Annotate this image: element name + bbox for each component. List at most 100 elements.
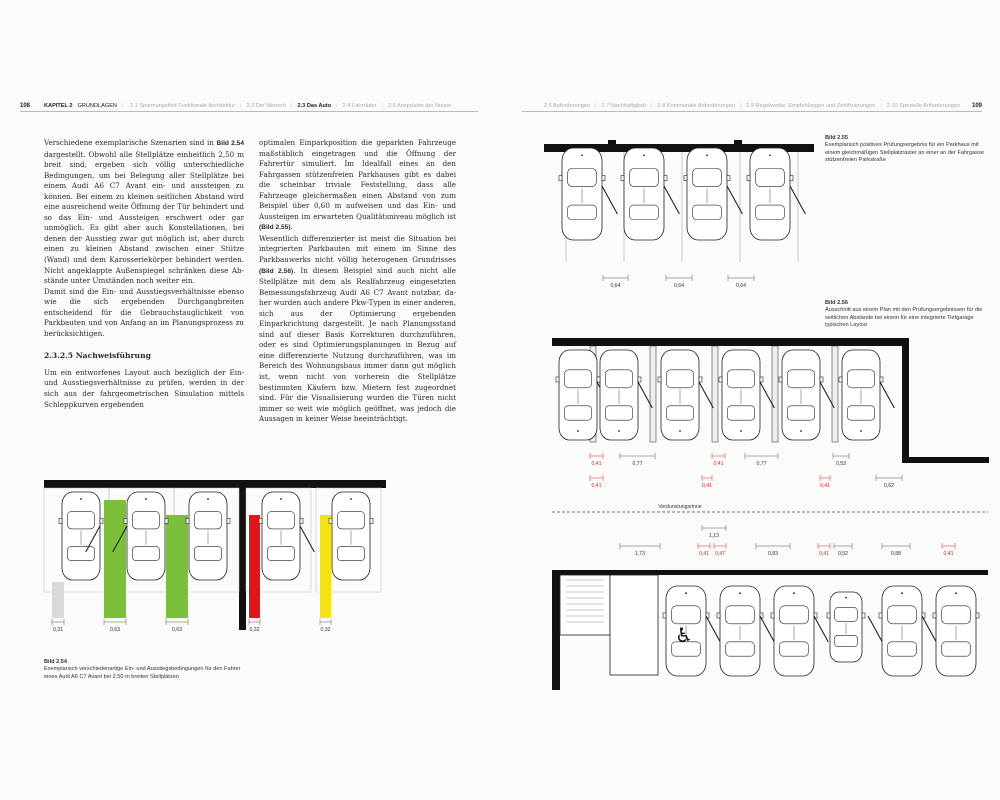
car bbox=[620, 147, 668, 241]
car-mirror-left bbox=[716, 612, 721, 619]
car-dot bbox=[706, 154, 708, 157]
dimension-label: 0,63 bbox=[172, 627, 182, 633]
dimension-label: 0,41 bbox=[943, 551, 953, 557]
car-dot bbox=[800, 430, 802, 432]
right-page: 2.6 Anforderungen|2.7 Nachhaltigkeit|2.8… bbox=[500, 0, 1000, 800]
car-rear-window bbox=[779, 641, 809, 657]
car-windshield bbox=[834, 607, 858, 622]
car-door-open bbox=[879, 381, 895, 409]
car-windshield bbox=[787, 369, 815, 389]
car-mirror-right bbox=[299, 518, 304, 524]
caption-2-56-title: Bild 2.56 bbox=[825, 300, 849, 306]
car bbox=[558, 147, 606, 241]
car-windshield bbox=[941, 605, 971, 625]
dimension-label: 0,64 bbox=[674, 283, 684, 289]
car-rear-window bbox=[834, 635, 858, 647]
car bbox=[746, 147, 794, 241]
column bbox=[771, 345, 779, 443]
car-mirror-right bbox=[369, 518, 374, 524]
car-rear-window bbox=[564, 405, 592, 421]
parking-bay bbox=[245, 487, 312, 593]
wall-right bbox=[902, 338, 909, 463]
wall-top bbox=[552, 338, 908, 346]
car-door-open bbox=[759, 615, 775, 643]
car-rear-window bbox=[671, 641, 701, 657]
nav-item: 2.5 Ansprüche der Nutzer bbox=[387, 103, 452, 109]
column bbox=[649, 345, 657, 443]
nav-item: 2.8 Kommunale Anforderungen bbox=[657, 103, 735, 109]
wall-top bbox=[44, 480, 239, 488]
column bbox=[711, 345, 719, 443]
car-rear-window bbox=[847, 405, 875, 421]
car-mirror-left bbox=[596, 376, 601, 383]
car bbox=[718, 349, 764, 441]
paragraph: Wesentlich differenzierter ist meist die… bbox=[259, 233, 456, 424]
ridge-label: Verdunstungsrinne bbox=[658, 504, 701, 510]
figure-ref: Bild 2.54 bbox=[216, 140, 244, 147]
car-door-open bbox=[637, 381, 653, 409]
car-door-open bbox=[698, 381, 714, 409]
car-dot bbox=[80, 498, 82, 500]
car-windshield bbox=[337, 511, 365, 530]
car bbox=[58, 491, 104, 581]
nav-item: 2.10 Spezielle Anforderungen bbox=[886, 103, 961, 109]
nav-item: 2.9 Regelwerke, Empfehlungen und Zertifi… bbox=[746, 103, 876, 109]
car-rear-window bbox=[67, 546, 95, 561]
wall-lower-top bbox=[560, 570, 988, 575]
car-mirror-right bbox=[759, 376, 764, 383]
car-rear-window bbox=[337, 546, 365, 561]
car-door-open bbox=[789, 185, 806, 215]
car-mirror-right bbox=[637, 376, 642, 383]
car-mirror-left bbox=[185, 518, 190, 524]
car bbox=[258, 491, 304, 581]
nav-item: 2.3 Das Auto bbox=[297, 103, 332, 109]
car-rear-window bbox=[666, 405, 694, 421]
chapter-nav-left: 2.1 Spannungsfeld Funktionale Architektu… bbox=[130, 103, 452, 109]
car bbox=[826, 591, 866, 663]
car-windshield bbox=[847, 369, 875, 389]
car-mirror-right bbox=[789, 175, 794, 181]
column-wall bbox=[239, 480, 246, 630]
car bbox=[662, 585, 710, 677]
column bbox=[734, 140, 742, 152]
car-mirror-right bbox=[975, 612, 980, 619]
car-windshield bbox=[671, 605, 701, 625]
car-mirror-left bbox=[683, 175, 688, 181]
car-mirror-left bbox=[558, 175, 563, 181]
car-dot bbox=[860, 430, 862, 432]
car-mirror-left bbox=[620, 175, 625, 181]
car-mirror-right bbox=[164, 518, 169, 524]
caption-2-54-title: Bild 2.54 bbox=[44, 659, 68, 665]
parking-bay bbox=[315, 487, 382, 593]
car-windshield bbox=[629, 167, 659, 187]
car bbox=[123, 491, 169, 581]
caption-2-55-text: Exemplarisch positives Prüfungsergebnis … bbox=[825, 142, 984, 164]
car-rear-window bbox=[194, 546, 222, 561]
car-mirror-left bbox=[778, 376, 783, 383]
car bbox=[778, 349, 824, 441]
dimension-label: 0,41 bbox=[713, 461, 723, 467]
car-mirror-left bbox=[826, 612, 831, 619]
text-column-2: optimalen Einparkposition die geparkten … bbox=[259, 138, 456, 425]
car-windshield bbox=[725, 605, 755, 625]
paragraph: Damit sind die Ein- und Ausstiegsverhält… bbox=[44, 286, 244, 338]
dimension-label: 0,77 bbox=[632, 461, 642, 467]
car-rear-window bbox=[727, 405, 755, 421]
paragraph: Verschiedene exemplarische Szenarien sin… bbox=[44, 138, 244, 286]
column1-after: Um ein entworfenes Layout auch bezüglich… bbox=[44, 367, 244, 409]
car-door-open bbox=[85, 525, 101, 553]
car-rear-window bbox=[132, 546, 160, 561]
car-windshield bbox=[727, 369, 755, 389]
car-mirror-left bbox=[328, 518, 333, 524]
chapter-label: KAPITEL 2 bbox=[44, 103, 73, 109]
section-heading: 2.3.2.5 Nachweisführung bbox=[44, 351, 151, 361]
zone-grey bbox=[52, 582, 64, 618]
column bbox=[831, 345, 839, 443]
car-windshield bbox=[132, 511, 160, 530]
car-mirror-left bbox=[555, 376, 560, 383]
column1-paragraphs: Verschiedene exemplarische Szenarien sin… bbox=[44, 138, 244, 339]
dimension-label: 0,41 bbox=[591, 461, 601, 467]
